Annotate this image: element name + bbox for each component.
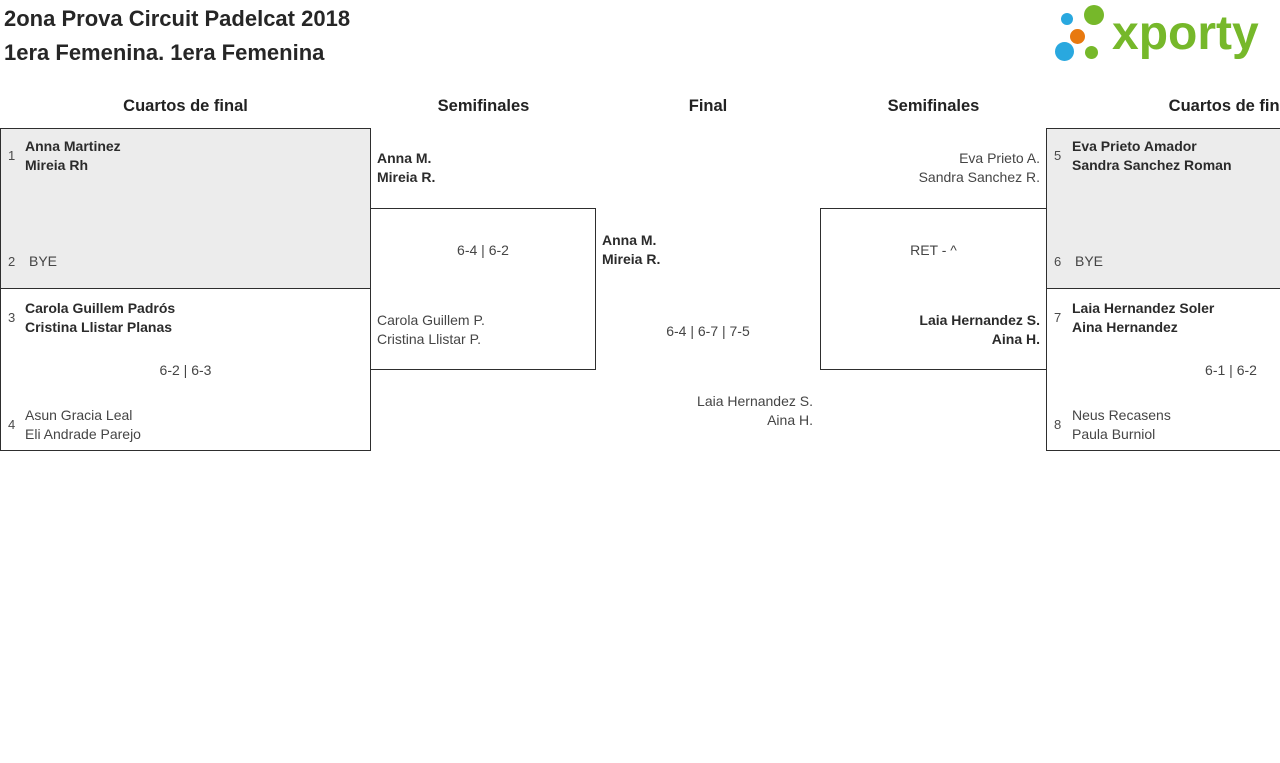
round-header-sf-left: Semifinales xyxy=(437,97,530,115)
team-final-winner: Anna M. Mireia R. xyxy=(602,231,660,269)
player-name: Aina H. xyxy=(767,412,813,428)
player-name: Aina Hernandez xyxy=(1072,319,1178,335)
seed-number: 8 xyxy=(1054,417,1062,432)
player-name: Eli Andrade Parejo xyxy=(25,426,141,442)
player-name: Sandra Sanchez Roman xyxy=(1072,157,1232,173)
round-header-sf-right: Semifinales xyxy=(887,97,980,115)
logo-dot-green-big-icon xyxy=(1084,5,1104,25)
player-name: Aina H. xyxy=(991,331,1040,347)
player-name: Anna M. xyxy=(602,232,657,248)
bye-label: BYE xyxy=(1075,253,1104,269)
match-box-qf4 xyxy=(1046,288,1280,451)
player-name: Neus Recasens xyxy=(1072,407,1171,423)
round-header-qf-left: Cuartos de final xyxy=(123,97,248,115)
player-name: Anna Martinez xyxy=(25,138,121,154)
team-sf2-winner: Laia Hernandez S. Aina H. xyxy=(919,311,1040,349)
logo-dot-green-small-icon xyxy=(1085,46,1098,59)
seed-number: 1 xyxy=(8,148,16,163)
seed-number: 4 xyxy=(8,417,16,432)
player-name: Eva Prieto A. xyxy=(959,150,1040,166)
match-score-sf1: 6-4 | 6-2 xyxy=(457,242,509,258)
logo-dot-blue-big-icon xyxy=(1055,42,1074,61)
match-box-qf1 xyxy=(0,128,371,289)
round-header-qf-right: Cuartos de final xyxy=(1168,97,1280,115)
team-final-loser: Laia Hernandez S. Aina H. xyxy=(697,392,813,430)
player-name: Anna M. xyxy=(377,150,432,166)
xporty-logo[interactable]: xporty xyxy=(1050,0,1280,72)
team-qf3-top: Eva Prieto Amador Sandra Sanchez Roman xyxy=(1072,137,1232,175)
match-box-qf3 xyxy=(1046,128,1280,289)
player-name: Mireia R. xyxy=(377,169,436,185)
seed-number: 6 xyxy=(1054,254,1062,269)
team-qf1-bottom: BYE xyxy=(29,252,57,271)
logo-dot-blue-small-icon xyxy=(1061,13,1073,25)
player-name: Sandra Sanchez R. xyxy=(918,169,1040,185)
player-name: Cristina Llistar P. xyxy=(377,331,482,347)
player-name: Mireia R. xyxy=(602,251,661,267)
match-box-qf2 xyxy=(0,288,371,451)
team-sf2-loser: Eva Prieto A. Sandra Sanchez R. xyxy=(919,149,1040,187)
category-subtitle: 1era Femenina. 1era Femenina xyxy=(4,40,325,65)
team-qf4-bottom: Neus Recasens Paula Burniol xyxy=(1072,406,1171,444)
team-sf1-loser: Carola Guillem P. Cristina Llistar P. xyxy=(377,311,485,349)
xporty-wordmark: xporty xyxy=(1112,7,1259,60)
team-qf3-bottom: BYE xyxy=(1075,252,1103,271)
bye-label: BYE xyxy=(29,253,58,269)
match-box-sf1 xyxy=(370,208,596,370)
logo-dot-orange-icon xyxy=(1070,29,1085,44)
player-name: Laia Hernandez S. xyxy=(697,393,813,409)
match-score-qf4: 6-1 | 6-2 xyxy=(1205,362,1257,378)
player-name: Carola Guillem P. xyxy=(377,312,485,328)
seed-number: 3 xyxy=(8,310,16,325)
team-sf1-winner: Anna M. Mireia R. xyxy=(377,149,435,187)
player-name: Asun Gracia Leal xyxy=(25,407,133,423)
player-name: Mireia Rh xyxy=(25,157,89,173)
seed-number: 7 xyxy=(1054,310,1062,325)
seed-number: 2 xyxy=(8,254,16,269)
match-box-sf2 xyxy=(820,208,1047,370)
player-name: Eva Prieto Amador xyxy=(1072,138,1197,154)
match-score-qf2: 6-2 | 6-3 xyxy=(159,362,212,378)
match-score-final: 6-4 | 6-7 | 7-5 xyxy=(666,323,750,339)
match-score-sf2: RET - ^ xyxy=(910,242,957,258)
seed-number: 5 xyxy=(1054,148,1062,163)
team-qf2-top: Carola Guillem Padrós Cristina Llistar P… xyxy=(25,299,175,337)
player-name: Laia Hernandez Soler xyxy=(1072,300,1215,316)
round-header-final: Final xyxy=(688,97,728,115)
player-name: Laia Hernandez S. xyxy=(919,312,1040,328)
team-qf1-top: Anna Martinez Mireia Rh xyxy=(25,137,121,175)
team-qf2-bottom: Asun Gracia Leal Eli Andrade Parejo xyxy=(25,406,141,444)
player-name: Carola Guillem Padrós xyxy=(25,300,176,316)
player-name: Paula Burniol xyxy=(1072,426,1156,442)
tournament-title: 2ona Prova Circuit Padelcat 2018 xyxy=(4,6,351,31)
team-qf4-top: Laia Hernandez Soler Aina Hernandez xyxy=(1072,299,1214,337)
player-name: Cristina Llistar Planas xyxy=(25,319,173,335)
